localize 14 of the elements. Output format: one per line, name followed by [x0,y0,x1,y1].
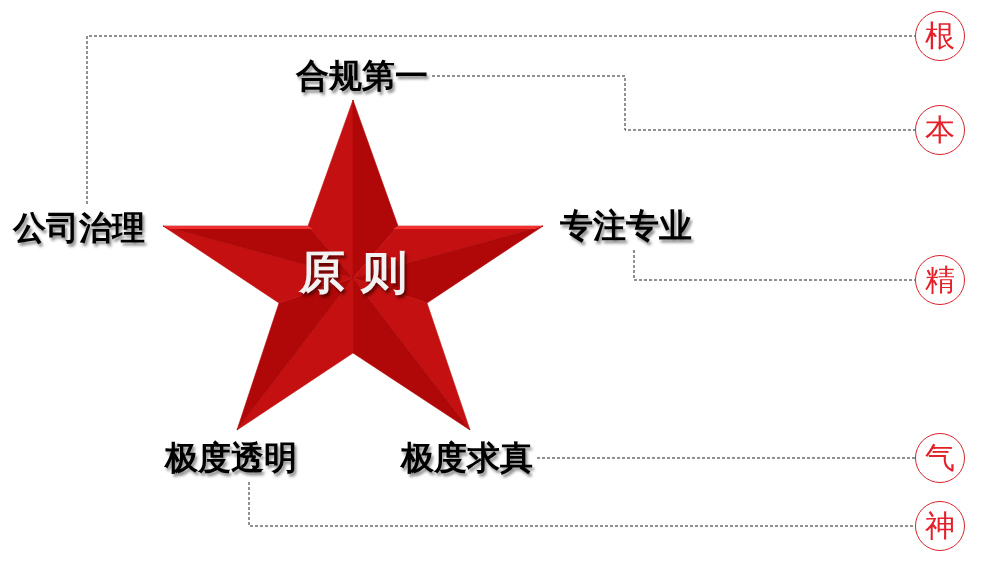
character-circle: 气 [915,433,965,483]
principle-label: 公司治理 [13,208,145,248]
principle-label: 合规第一 [296,56,428,96]
character-circle: 本 [915,105,965,155]
character-circle: 神 [915,501,965,551]
principle-label: 专注专业 [560,206,692,246]
connector-line [431,75,916,131]
connector-line [536,457,916,459]
character-circle: 根 [915,11,965,61]
character-circle: 精 [915,255,965,305]
principle-label: 极度求真 [401,438,533,478]
star-title: 原 则 [299,244,407,300]
principle-label: 极度透明 [165,438,297,478]
connector-line [248,481,916,527]
